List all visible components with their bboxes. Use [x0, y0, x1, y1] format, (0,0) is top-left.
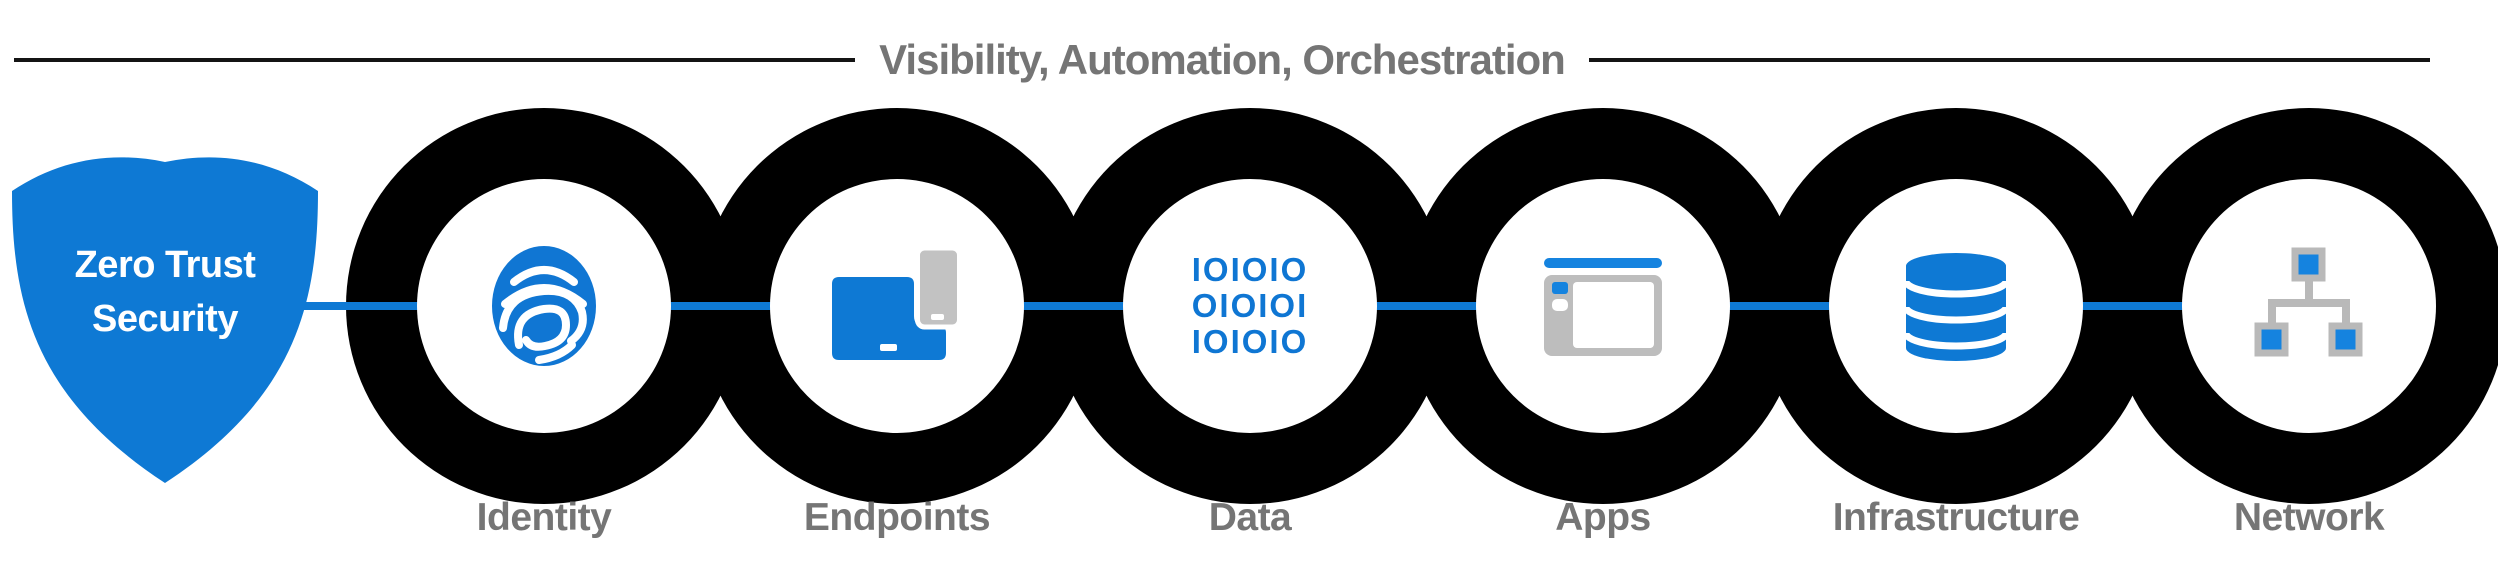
laptop-phone-icon — [832, 245, 962, 360]
header-left-divider — [14, 58, 856, 62]
shield-label-line1: Zero Trust — [74, 244, 256, 286]
database-icon — [1904, 253, 2008, 361]
shield-label-line2: Security — [92, 298, 238, 340]
label-data: Data — [1208, 496, 1292, 539]
label-endpoints: Endpoints — [803, 496, 991, 539]
label-infrastructure: Infrastructure — [1832, 496, 2080, 539]
app-window-icon — [1544, 258, 1662, 356]
fingerprint-icon — [492, 246, 596, 366]
header-title: Visibility, Automation, Orchestration — [879, 36, 1566, 83]
shield-icon — [12, 157, 318, 484]
ring-data-inner — [1123, 179, 1377, 433]
label-identity: Identity — [476, 496, 612, 539]
binary-line-2: OIOIOI — [1191, 287, 1309, 324]
header: Visibility, Automation, Orchestration — [14, 30, 2430, 90]
binary-code-icon: IOIOIO OIOIOI IOIOIO — [1130, 252, 1370, 360]
shield-label: Zero Trust Security — [0, 238, 330, 346]
label-network: Network — [2233, 496, 2385, 539]
binary-line-1: IOIOIO — [1191, 251, 1309, 288]
label-apps: Apps — [1555, 496, 1651, 539]
binary-line-3: IOIOIO — [1191, 323, 1309, 360]
sitemap-icon — [2254, 247, 2363, 357]
header-right-divider — [1588, 58, 2430, 62]
